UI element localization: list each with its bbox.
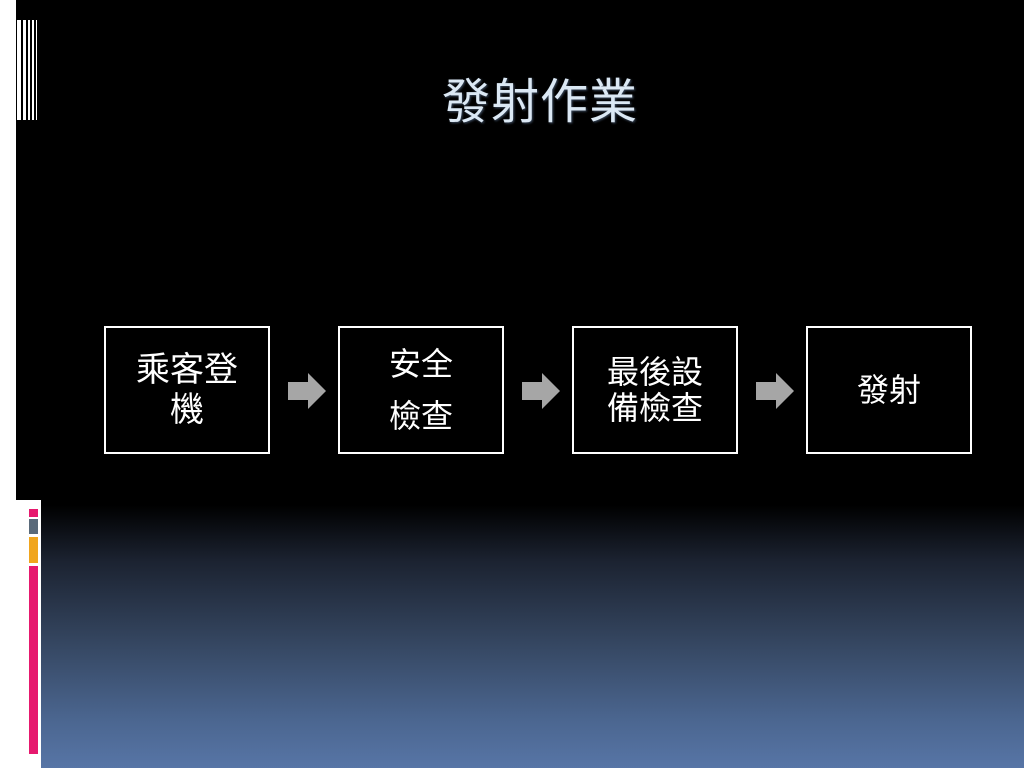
process-flow: 乘客登 機 安全 檢查 最後設 備檢查 發射 (0, 326, 1024, 458)
accent-pink-bar (29, 566, 38, 754)
step-text: 發射 (856, 371, 921, 409)
slide-title: 發射作業 (441, 74, 638, 130)
right-arrow-icon (288, 373, 326, 409)
flow-step-launch: 發射 (806, 326, 972, 454)
right-arrow-icon (522, 373, 560, 409)
accent-pink-top (29, 509, 38, 517)
step-text: 最後設 (606, 353, 703, 391)
flow-step-final-equipment-check: 最後設 備檢查 (572, 326, 738, 454)
flow-step-boarding: 乘客登 機 (104, 326, 270, 454)
flow-step-security-check: 安全 檢查 (338, 326, 504, 454)
accent-gold (29, 537, 38, 563)
step-text: 安全 (388, 345, 453, 383)
step-text: 檢查 (388, 397, 453, 435)
step-text: 機 (170, 390, 204, 430)
accent-gray (29, 519, 38, 534)
right-arrow-icon (756, 373, 794, 409)
step-text: 備檢查 (606, 389, 703, 427)
vertical-bars-decoration (16, 0, 41, 500)
step-text: 乘客登 (136, 350, 238, 390)
